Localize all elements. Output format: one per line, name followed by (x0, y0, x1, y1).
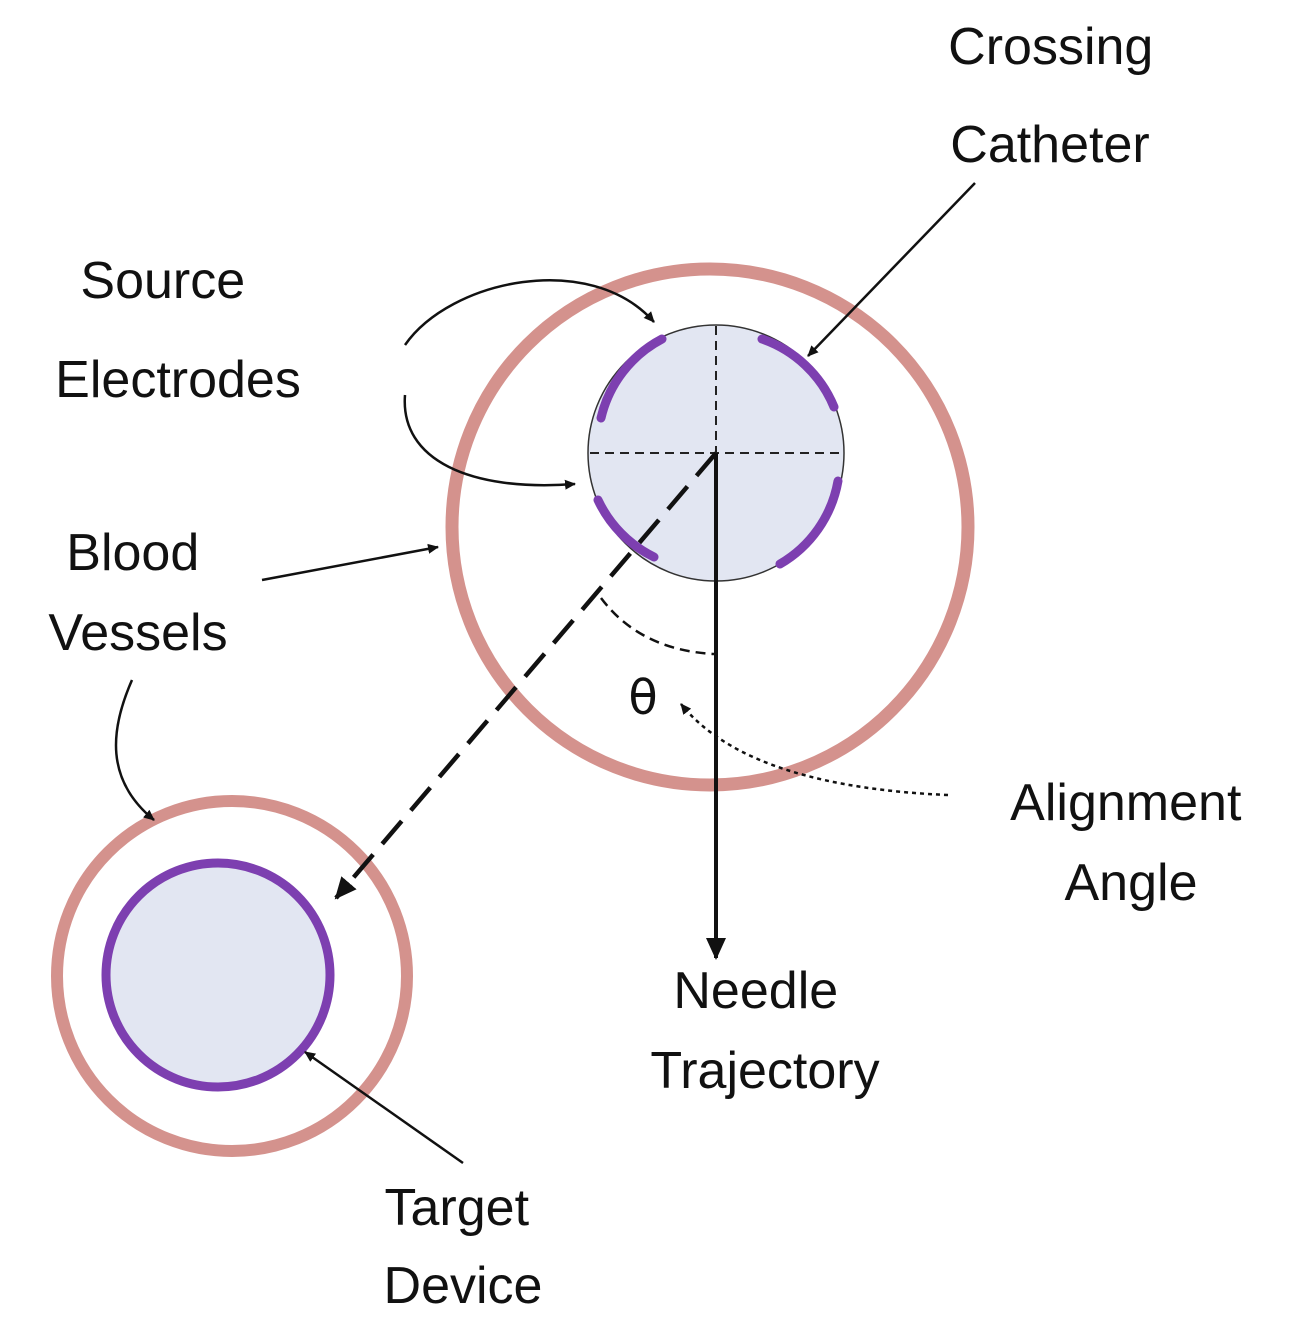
source-electrode-pointer-bottom (403, 394, 576, 490)
source-electrode-pointer-top (403, 279, 655, 346)
crossing-catheter-label-line2: Catheter (950, 116, 1149, 174)
target-device-label-line2: Device (384, 1257, 543, 1315)
electrode-bottom-right (775, 476, 843, 569)
crossing-catheter-label-line1: Crossing (948, 18, 1153, 76)
crossing-catheter-label: Crossing Catheter (948, 18, 1168, 174)
target-device-label-line1: Target (385, 1179, 530, 1237)
target-device-pointer (304, 1050, 464, 1165)
target-device (101, 858, 335, 1092)
needle-trajectory-label: Needle Trajectory (650, 962, 879, 1100)
theta-symbol: θ (628, 670, 657, 726)
alignment-angle-arc (600, 597, 715, 656)
blood-vessels-label-line1: Blood (66, 524, 199, 582)
alignment-direction-line (334, 451, 718, 900)
alignment-angle-label: Alignment Angle (1010, 774, 1256, 912)
electrode-top-right (757, 334, 839, 412)
target-device-label: Target Device (384, 1179, 544, 1315)
needle-trajectory-label-line2: Trajectory (650, 1042, 879, 1100)
blood-vessels-label: Blood Vessels (48, 524, 227, 662)
electrode-top-left (596, 334, 667, 423)
needle-trajectory-label-line1: Needle (673, 962, 838, 1020)
alignment-angle-label-line2: Angle (1065, 854, 1198, 912)
alignment-angle-pointer (680, 703, 949, 797)
source-electrodes-label-line1: Source (80, 252, 245, 310)
source-electrodes (593, 334, 843, 569)
blood-vessels-label-line2: Vessels (48, 604, 227, 662)
source-electrodes-label: Source Electrodes (55, 252, 301, 409)
blood-vessel-pointer-upper (261, 543, 439, 582)
blood-vessel-pointer-lower (114, 679, 155, 821)
source-electrodes-label-line2: Electrodes (55, 351, 301, 409)
electrode-bottom-left (593, 495, 659, 562)
alignment-angle-label-line1: Alignment (1010, 774, 1242, 832)
crossing-catheter-pointer (807, 182, 976, 357)
